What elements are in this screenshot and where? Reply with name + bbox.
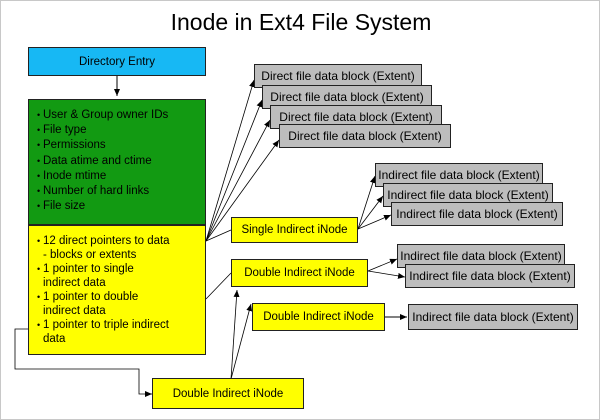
attribute-item: Permissions <box>37 138 199 152</box>
attribute-item: Inode mtime <box>37 169 199 183</box>
pointer-item: 1 pointer to double indirect data <box>37 290 201 318</box>
pointer-line-2: indirect data <box>43 277 106 289</box>
pointer-item: 12 direct pointers to data - blocks or ex… <box>37 234 201 262</box>
pointer-item: 1 pointer to triple indirect data <box>37 318 201 346</box>
attribute-item: File size <box>37 199 199 213</box>
pointer-line-1: 1 pointer to double <box>43 291 139 303</box>
inode-pointers-box: 12 direct pointers to data - blocks or ex… <box>28 225 206 355</box>
pointer-line-2: - blocks or extents <box>43 249 137 261</box>
inode-attributes-box: User & Group owner IDs File type Permiss… <box>28 99 206 225</box>
pointer-line-2: indirect data <box>43 305 106 317</box>
double-indirect-node-top: Double Indirect iNode <box>231 259 368 287</box>
direct-data-block: Direct file data block (Extent) <box>279 124 451 148</box>
double-indirect-node-bottom: Double Indirect iNode <box>152 378 304 409</box>
indirect-data-block: Indirect file data block (Extent) <box>405 264 575 288</box>
attribute-item: Data atime and ctime <box>37 154 199 168</box>
single-indirect-node: Single Indirect iNode <box>231 217 358 243</box>
pointer-item: 1 pointer to single indirect data <box>37 262 201 290</box>
directory-entry: Directory Entry <box>28 47 206 76</box>
indirect-data-block: Indirect file data block (Extent) <box>391 202 563 226</box>
attribute-item: File type <box>37 123 199 137</box>
pointer-line-2: data <box>43 333 66 345</box>
pointer-line-1: 1 pointer to triple indirect <box>43 319 169 331</box>
double-indirect-node-mid: Double Indirect iNode <box>252 303 385 331</box>
pointer-line-1: 12 direct pointers to data <box>43 235 170 247</box>
indirect-data-block: Indirect file data block (Extent) <box>408 304 578 330</box>
attribute-item: User & Group owner IDs <box>37 108 199 122</box>
diagram-title: Inode in Ext4 File System <box>170 9 432 35</box>
attribute-item: Number of hard links <box>37 184 199 198</box>
pointer-line-1: 1 pointer to single <box>43 263 134 275</box>
